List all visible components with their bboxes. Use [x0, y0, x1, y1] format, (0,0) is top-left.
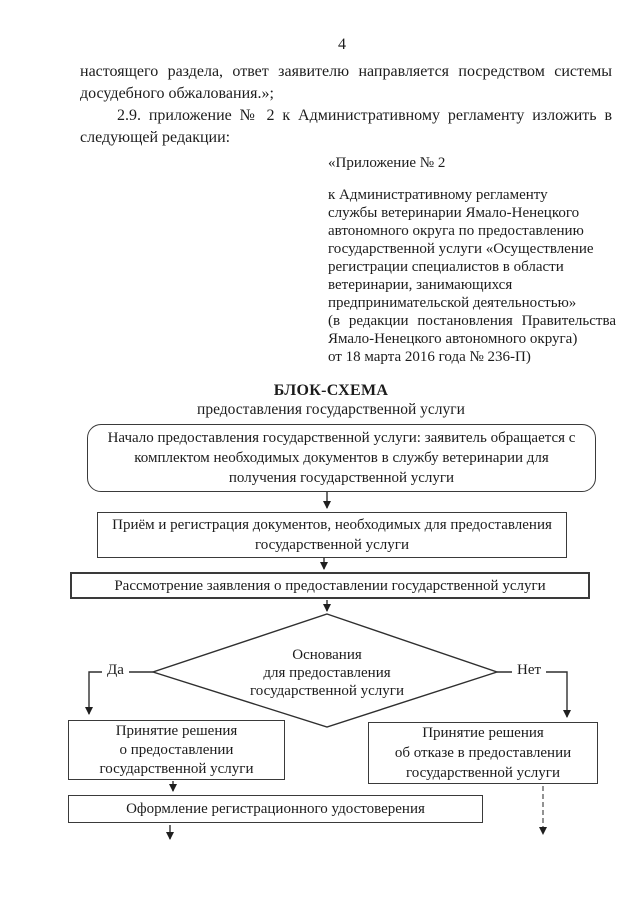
- branch-label-yes: Да: [102, 662, 129, 679]
- appendix-line: (в редакции постановления Правительства: [328, 313, 616, 329]
- node-review: Рассмотрение заявления о предоставлении …: [70, 572, 590, 599]
- appendix-line: от 18 марта 2016 года № 236-П): [328, 349, 531, 365]
- node-refuse: Принятие решения об отказе в предоставле…: [368, 722, 598, 784]
- page-number: 4: [338, 36, 346, 53]
- flowchart-subtitle: предоставления государственной услуги: [197, 401, 465, 418]
- node-approve: Принятие решения о предоставлении госуда…: [68, 720, 285, 780]
- branch-label-no: Нет: [512, 662, 547, 679]
- paragraph-amendment: 2.9. приложение № 2 к Административному …: [80, 107, 612, 146]
- node-start: Начало предоставления государственной ус…: [87, 424, 596, 492]
- appendix-line: государственной услуги «Осуществление: [328, 241, 594, 257]
- appendix-line: автономного округа по предоставлению: [328, 223, 584, 239]
- paragraph-appeal: настоящего раздела, ответ заявителю напр…: [80, 63, 612, 102]
- body-text: настоящего раздела, ответ заявителю напр…: [80, 61, 612, 149]
- decision-label: Основания для предоставления государстве…: [250, 647, 404, 699]
- arrow-yes-branch: [85, 671, 153, 715]
- appendix-line: службы ветеринарии Ямало-Ненецкого: [328, 205, 580, 221]
- appendix-line: регистрации специалистов в области: [328, 259, 564, 275]
- node-reception: Приём и регистрация документов, необходи…: [97, 512, 567, 558]
- appendix-line: предпринимательской деятельностью»: [328, 295, 577, 311]
- flowchart-title: БЛОК-СХЕМА: [273, 382, 389, 399]
- appendix-line: ветеринарии, занимающихся: [328, 277, 513, 293]
- appendix-line: Ямало-Ненецкого автономного округа): [328, 331, 578, 347]
- decision-diamond: [150, 613, 500, 728]
- appendix-title: «Приложение № 2: [328, 155, 446, 171]
- appendix-block: «Приложение № 2 к Административному регл…: [328, 154, 616, 366]
- appendix-line: к Административному регламенту: [328, 187, 548, 203]
- node-certificate: Оформление регистрационного удостоверени…: [68, 795, 483, 823]
